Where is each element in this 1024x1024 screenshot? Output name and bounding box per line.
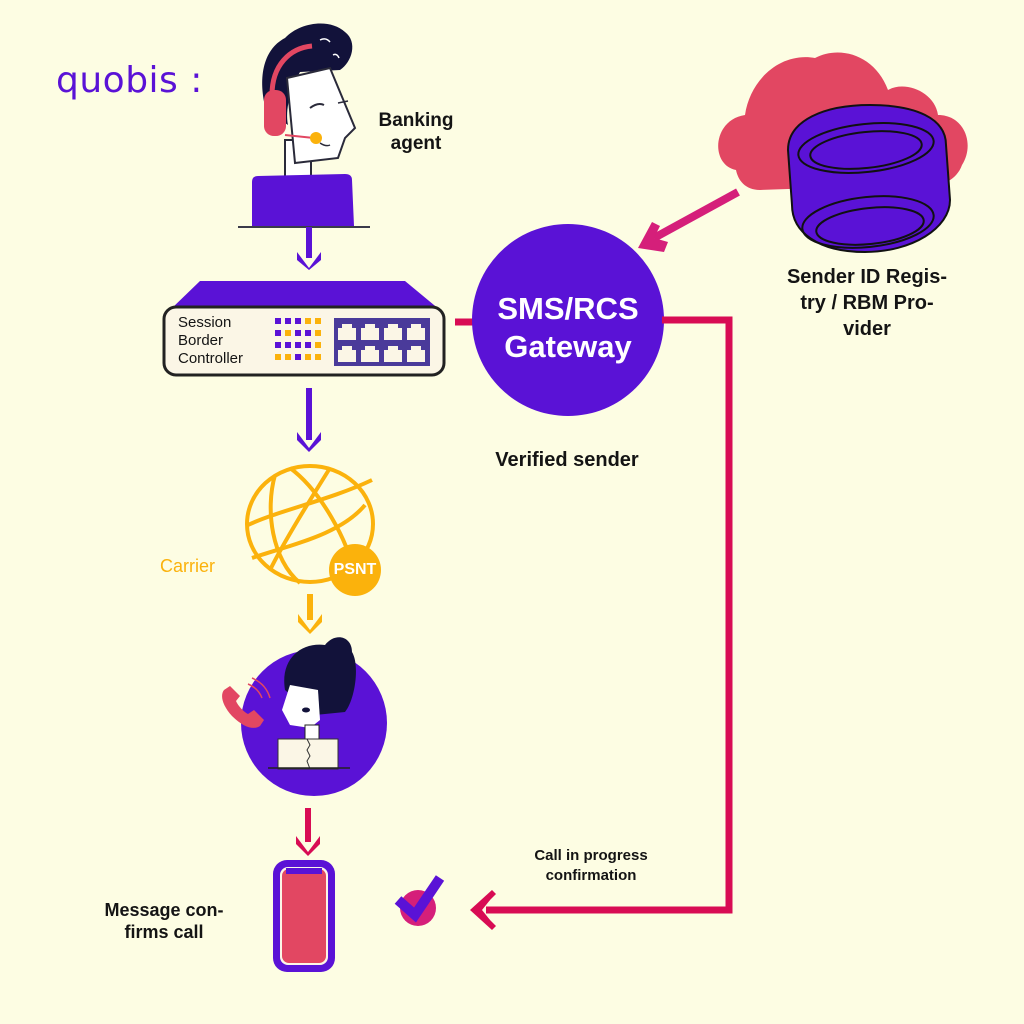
headset-band <box>269 43 313 96</box>
sbc-led <box>305 318 311 324</box>
sbc-led <box>285 330 291 336</box>
message-label-line2: firms call <box>124 921 204 942</box>
sms-rcs-gateway-node <box>472 224 664 416</box>
sbc-ethernet-port-icon <box>338 346 356 362</box>
banking-agent-illustration <box>238 23 370 228</box>
sbc-ethernet-port-icon <box>384 346 402 362</box>
sbc-ethernet-port-icon <box>338 324 356 340</box>
sbc-label: Session Border Controller <box>178 314 243 368</box>
sbc-led <box>295 318 301 324</box>
sbc-led <box>275 354 281 360</box>
arrow-carrier-to-customer <box>298 594 322 634</box>
banking-agent-label: Banking agent <box>366 110 466 156</box>
psnt-badge <box>329 544 381 596</box>
call-in-progress-label: Call in progress confirmation <box>506 846 676 886</box>
sbc-led <box>295 342 301 348</box>
arrow-customer-to-phone <box>296 808 320 856</box>
registry-label-line1: Sender ID Regis- <box>786 266 948 288</box>
phone-handset-icon <box>222 686 264 728</box>
registry-label-line2: try / RBM Pro- <box>800 292 934 314</box>
registry-label-line3: vider <box>843 318 891 340</box>
sbc-ethernet-port-icon <box>384 324 402 340</box>
message-confirms-call-label: Message con- firms call <box>84 900 244 943</box>
sbc-label-line1: Session <box>178 314 232 331</box>
sbc-ethernet-port-icon <box>407 324 425 340</box>
arrow-sbc-to-carrier <box>297 388 321 452</box>
sbc-ethernet-port-icon <box>407 346 425 362</box>
smartphone-icon <box>273 860 335 972</box>
sbc-led <box>275 330 281 336</box>
sbc-led <box>315 342 321 348</box>
banking-agent-label-line2: agent <box>390 132 442 154</box>
headset-earcup-icon <box>264 90 286 136</box>
gateway-label-line2: Gateway <box>504 329 632 364</box>
sbc-ethernet-port-icon <box>361 346 379 362</box>
sbc-led <box>285 342 291 348</box>
arrow-agent-to-sbc <box>297 227 321 270</box>
sbc-led <box>275 342 281 348</box>
sbc-led <box>315 318 321 324</box>
sbc-ports <box>338 324 425 362</box>
sbc-led <box>305 342 311 348</box>
quobis-logo: quobis : <box>56 60 203 101</box>
verified-sender-label: Verified sender <box>495 449 639 471</box>
session-border-controller <box>162 281 446 377</box>
registry-label: Sender ID Regis- try / RBM Pro- vider <box>752 264 982 342</box>
call-label-line1: Call in progress <box>534 847 648 864</box>
sbc-led <box>315 354 321 360</box>
sbc-led <box>315 330 321 336</box>
sbc-led <box>285 354 291 360</box>
sbc-label-line3: Controller <box>178 350 244 367</box>
sbc-status-leds <box>275 318 321 360</box>
call-label-line2: confirmation <box>545 867 637 884</box>
sbc-led <box>285 318 291 324</box>
psnt-badge-label: PSNT <box>333 561 377 578</box>
sbc-label-line2: Border <box>178 332 224 349</box>
arrow-registry-to-gateway <box>638 188 740 252</box>
gateway-label: SMS/RCS Gateway <box>472 290 664 366</box>
gateway-label-line1: SMS/RCS <box>497 291 639 326</box>
customer-illustration <box>222 637 387 796</box>
agent-desk <box>252 174 354 226</box>
checkmark-icon <box>394 875 445 926</box>
sbc-led <box>275 318 281 324</box>
carrier-label: Carrier <box>160 556 216 576</box>
sbc-led <box>295 330 301 336</box>
sbc-led <box>305 354 311 360</box>
connector-gateway-to-confirmation <box>470 316 733 930</box>
microphone-icon <box>310 132 322 144</box>
sbc-led <box>295 354 301 360</box>
sbc-led <box>305 330 311 336</box>
sbc-ethernet-port-icon <box>361 324 379 340</box>
message-label-line1: Message con- <box>104 900 224 920</box>
database-icon <box>786 103 952 254</box>
banking-agent-label-line1: Banking <box>378 110 454 131</box>
